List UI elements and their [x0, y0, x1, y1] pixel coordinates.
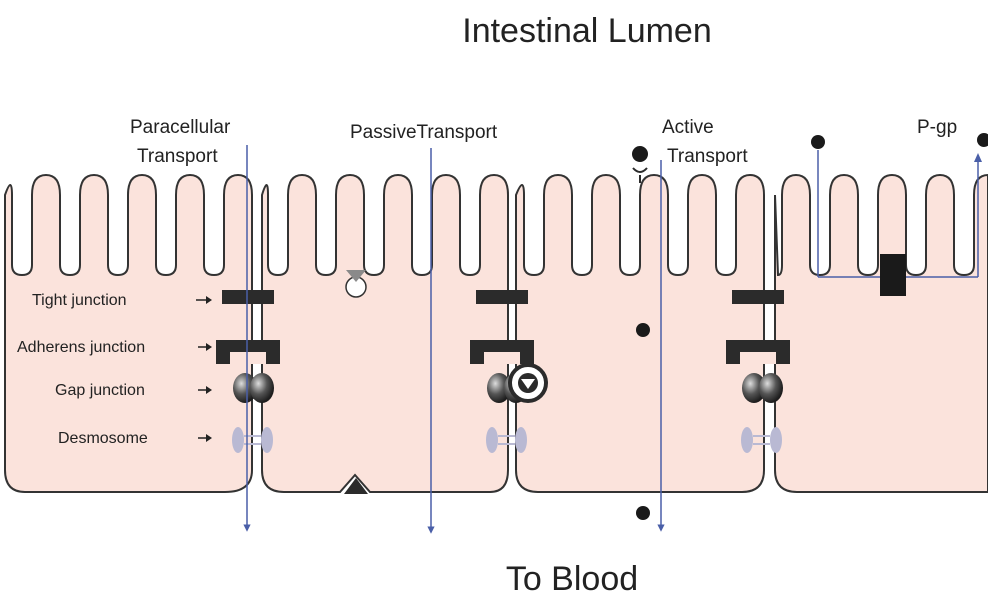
tight-junction-2 [476, 290, 528, 304]
label-tight-junction: Tight junction [32, 292, 127, 309]
epithelial-cell-2 [262, 175, 508, 492]
desmosome-3a [741, 427, 753, 453]
label-gap-junction: Gap junction [55, 382, 145, 399]
gap-junction-3b [759, 373, 783, 403]
label-active-transport-2: Transport [667, 146, 748, 167]
label-paracellular-2: Transport [137, 146, 218, 167]
active-transport-molecule-cytosol [636, 323, 650, 337]
desmosome-2b [515, 427, 527, 453]
epithelial-cell-4 [775, 175, 988, 492]
label-desmosome: Desmosome [58, 430, 148, 447]
gap-junction-1b [250, 373, 274, 403]
desmosome-2a [486, 427, 498, 453]
title-to-blood: To Blood [506, 560, 638, 598]
active-transport-molecule-blood [636, 506, 650, 520]
label-pgp: P-gp [917, 117, 957, 138]
title-intestinal-lumen: Intestinal Lumen [462, 12, 712, 50]
tight-junction-3 [732, 290, 784, 304]
label-paracellular: Paracellular [130, 117, 231, 138]
pgp-effluxed-molecule [977, 133, 988, 147]
pgp-transporter [880, 254, 906, 296]
pgp-substrate-molecule [811, 135, 825, 149]
desmosome-1a [232, 427, 244, 453]
label-active-transport: Active [662, 117, 714, 138]
label-passive-transport: PassiveTransport [350, 122, 498, 143]
desmosome-1b [261, 427, 273, 453]
desmosome-3b [770, 427, 782, 453]
tight-junction-1 [222, 290, 274, 304]
active-transporter-lateral [510, 365, 546, 401]
label-adherens-junction: Adherens junction [17, 339, 145, 356]
